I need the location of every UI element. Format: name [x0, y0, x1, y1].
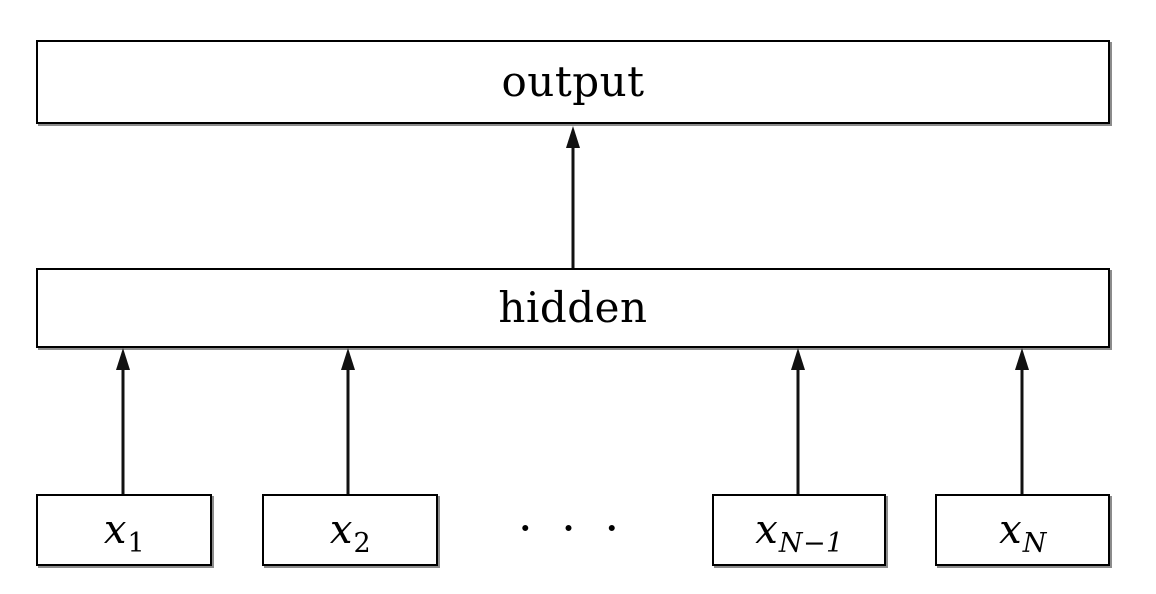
arrow-shaft	[346, 362, 350, 494]
ellipsis-indicator: · · ·	[518, 501, 627, 555]
input-variable-base: x	[329, 507, 353, 553]
input-variable-subscript: 1	[127, 528, 146, 559]
input-variable-subscript: N−1	[778, 528, 844, 559]
arrow-shaft	[1020, 362, 1024, 494]
arrowhead-icon	[791, 348, 805, 370]
arrowhead-icon	[116, 348, 130, 370]
arrow-input-1-to-hidden	[113, 348, 133, 494]
input-variable-subscript: N	[1022, 528, 1047, 559]
arrowhead-icon	[341, 348, 355, 370]
input-variable-base: x	[755, 507, 778, 553]
arrow-input-4-to-hidden	[1012, 348, 1032, 494]
input-variable-subscript: 2	[353, 528, 372, 559]
arrow-input-3-to-hidden	[788, 348, 808, 494]
hidden-layer-box: hidden	[36, 268, 1110, 348]
arrow-input-2-to-hidden	[338, 348, 358, 494]
hidden-layer-label: hidden	[498, 283, 648, 332]
arrowhead-icon	[1015, 348, 1029, 370]
output-layer-label: output	[501, 57, 645, 106]
output-layer-box: output	[36, 40, 1110, 124]
input-variable-base: x	[999, 507, 1022, 553]
arrow-shaft	[796, 362, 800, 494]
input-variable-base: x	[103, 507, 127, 553]
arrow-shaft	[121, 362, 125, 494]
arrow-hidden-to-output	[563, 126, 583, 268]
arrowhead-icon	[566, 126, 580, 148]
arrow-shaft	[571, 140, 575, 268]
